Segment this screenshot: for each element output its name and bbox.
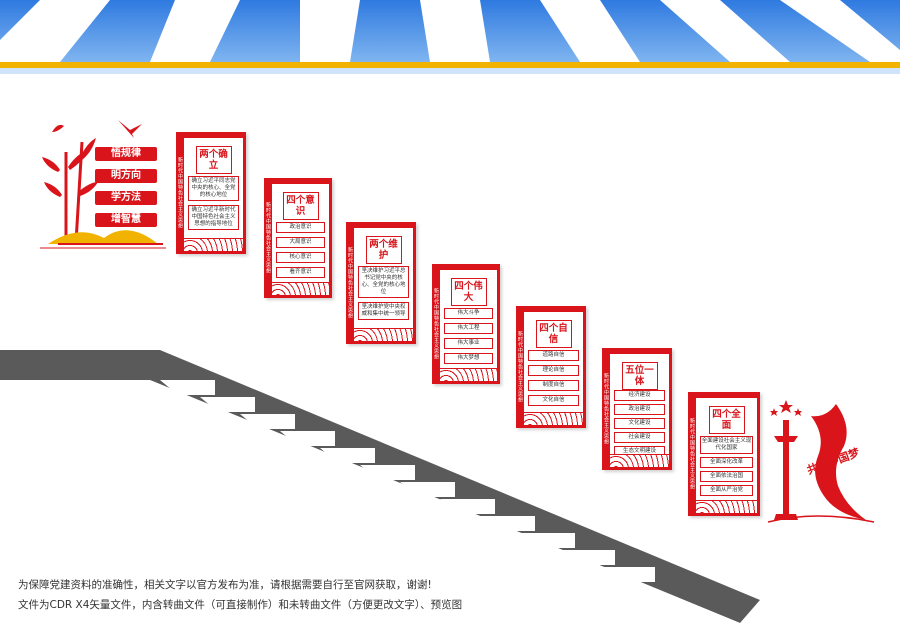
bamboo-decoration bbox=[40, 120, 166, 249]
panel-item: 看齐意识 bbox=[276, 267, 325, 278]
panel-item: 文化建设 bbox=[614, 418, 665, 429]
panel-cloud-pattern bbox=[610, 454, 669, 467]
panel-body: 四个意识 政治意识 大局意识 核心意识 看齐意识 bbox=[272, 184, 329, 295]
panel-item: 社会建设 bbox=[614, 432, 665, 443]
slogan: 明方向 bbox=[95, 169, 157, 183]
panel-title: 四个伟大 bbox=[450, 278, 487, 306]
panel-item: 坚决维护习近平总书记党中央的核心、全党的核心地位 bbox=[358, 266, 409, 298]
panel-four-confidences: 新时代中国特色社会主义思想 四个自信 道路自信 理论自信 制度自信 文化自信 bbox=[516, 306, 586, 428]
panel-body: 五位一体 经济建设 政治建设 文化建设 社会建设 生态文明建设 bbox=[610, 354, 669, 467]
panel-item: 文化自信 bbox=[528, 395, 579, 406]
panel-body: 四个伟大 伟大斗争 伟大工程 伟大事业 伟大梦想 bbox=[440, 270, 497, 381]
red-ribbon bbox=[811, 404, 866, 520]
panel-body: 两个确立 确立习近平同志党中央的核心、全党的核心地位 确立习近平新时代中国特色社… bbox=[184, 138, 243, 251]
panel-title: 四个全面 bbox=[708, 406, 745, 434]
ceiling-sky-banner bbox=[0, 0, 900, 74]
panel-five-in-one: 新时代中国特色社会主义思想 五位一体 经济建设 政治建设 文化建设 社会建设 生… bbox=[602, 348, 672, 470]
panel-four-greats: 新时代中国特色社会主义思想 四个伟大 伟大斗争 伟大工程 伟大事业 伟大梦想 bbox=[432, 264, 500, 384]
panel-body: 四个自信 道路自信 理论自信 制度自信 文化自信 bbox=[524, 312, 583, 425]
panel-two-establishments: 新时代中国特色社会主义思想 两个确立 确立习近平同志党中央的核心、全党的核心地位… bbox=[176, 132, 246, 254]
panel-side-strip: 新时代中国特色社会主义思想 bbox=[177, 157, 183, 229]
panel-item: 理论自信 bbox=[528, 365, 579, 376]
panel-side-strip: 新时代中国特色社会主义思想 bbox=[689, 418, 695, 490]
panel-body: 两个维护 坚决维护习近平总书记党中央的核心、全党的核心地位 坚决维护党中央权威和… bbox=[354, 228, 413, 341]
panel-items: 坚决维护习近平总书记党中央的核心、全党的核心地位 坚决维护党中央权威和集中统一领… bbox=[358, 266, 409, 324]
panel-item: 制度自信 bbox=[528, 380, 579, 391]
panel-items: 道路自信 理论自信 制度自信 文化自信 bbox=[528, 350, 579, 410]
panel-item: 伟大工程 bbox=[444, 323, 493, 334]
panel-title: 五位一体 bbox=[621, 362, 658, 390]
huabiao-ribbon-decoration bbox=[767, 400, 875, 523]
panel-item: 确立习近平同志党中央的核心、全党的核心地位 bbox=[188, 176, 239, 201]
panel-item: 大局意识 bbox=[276, 237, 325, 248]
panel-cloud-pattern bbox=[440, 368, 497, 381]
panel-cloud-pattern bbox=[696, 500, 757, 513]
panel-items: 经济建设 政治建设 文化建设 社会建设 生态文明建设 bbox=[614, 390, 665, 460]
panel-cloud-pattern bbox=[272, 282, 329, 295]
panel-title: 两个确立 bbox=[195, 146, 232, 174]
notice-line: 为保障党建资料的准确性，相关文字以官方发布为准，请根据需要自行至官网获取，谢谢! bbox=[18, 579, 432, 591]
panel-side-strip: 新时代中国特色社会主义思想 bbox=[603, 373, 609, 445]
panel-item: 伟大斗争 bbox=[444, 308, 493, 319]
star-icon bbox=[770, 400, 802, 416]
panel-item: 政治建设 bbox=[614, 404, 665, 415]
panel-two-safeguards: 新时代中国特色社会主义思想 两个维护 坚决维护习近平总书记党中央的核心、全党的核… bbox=[346, 222, 416, 344]
slogan: 悟规律 bbox=[95, 147, 157, 161]
huabiao-pillar bbox=[783, 420, 789, 514]
swallow-icon bbox=[118, 120, 142, 138]
panel-item: 伟大事业 bbox=[444, 338, 493, 349]
panel-item: 伟大梦想 bbox=[444, 353, 493, 364]
panel-item: 全面依法治国 bbox=[700, 471, 753, 482]
panel-title: 四个意识 bbox=[282, 192, 319, 220]
panel-title: 两个维护 bbox=[365, 236, 402, 264]
panel-four-consciousness: 新时代中国特色社会主义思想 四个意识 政治意识 大局意识 核心意识 看齐意识 bbox=[264, 178, 332, 298]
panel-item: 经济建设 bbox=[614, 390, 665, 401]
panel-side-strip: 新时代中国特色社会主义思想 bbox=[347, 247, 353, 319]
panel-item: 政治意识 bbox=[276, 222, 325, 233]
panel-items: 政治意识 大局意识 核心意识 看齐意识 bbox=[276, 222, 325, 282]
panel-side-strip: 新时代中国特色社会主义思想 bbox=[265, 202, 271, 274]
panel-item: 确立习近平新时代中国特色社会主义思想的指导地位 bbox=[188, 205, 239, 230]
panel-items: 全面建设社会主义现代化国家 全面深化改革 全面依法治国 全面从严治党 bbox=[700, 436, 753, 499]
slogan: 学方法 bbox=[95, 191, 157, 205]
panel-item: 坚决维护党中央权威和集中统一领导 bbox=[358, 302, 409, 320]
panel-body: 四个全面 全面建设社会主义现代化国家 全面深化改革 全面依法治国 全面从严治党 bbox=[696, 398, 757, 513]
stair-steps bbox=[160, 380, 655, 582]
panel-title: 四个自信 bbox=[535, 320, 572, 348]
panel-cloud-pattern bbox=[354, 328, 413, 341]
panel-item: 全面建设社会主义现代化国家 bbox=[700, 436, 753, 454]
notice-text: 为保障党建资料的准确性，相关文字以官方发布为准，请根据需要自行至官网获取，谢谢!… bbox=[18, 575, 462, 615]
panel-item: 核心意识 bbox=[276, 252, 325, 263]
panel-four-comprehensives: 新时代中国特色社会主义思想 四个全面 全面建设社会主义现代化国家 全面深化改革 … bbox=[688, 392, 760, 516]
panel-side-strip: 新时代中国特色社会主义思想 bbox=[433, 288, 439, 360]
slogan: 增智慧 bbox=[95, 213, 157, 227]
panel-side-strip: 新时代中国特色社会主义思想 bbox=[517, 331, 523, 403]
panel-cloud-pattern bbox=[184, 238, 243, 251]
panel-item: 道路自信 bbox=[528, 350, 579, 361]
panel-item: 全面深化改革 bbox=[700, 457, 753, 468]
slogan-column: 悟规律 明方向 学方法 增智慧 bbox=[95, 147, 157, 235]
panel-cloud-pattern bbox=[524, 412, 583, 425]
panel-items: 确立习近平同志党中央的核心、全党的核心地位 确立习近平新时代中国特色社会主义思想… bbox=[188, 176, 239, 234]
panel-items: 伟大斗争 伟大工程 伟大事业 伟大梦想 bbox=[444, 308, 493, 368]
panel-item: 全面从严治党 bbox=[700, 485, 753, 496]
notice-line: 文件为CDR X4矢量文件，内含转曲文件（可直接制作）和未转曲文件（方便更改文字… bbox=[18, 599, 463, 611]
